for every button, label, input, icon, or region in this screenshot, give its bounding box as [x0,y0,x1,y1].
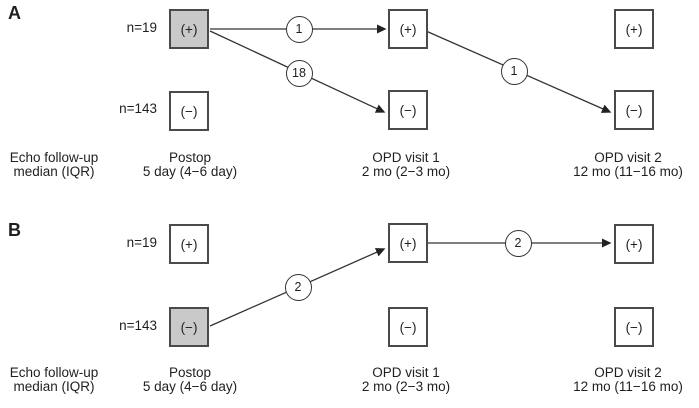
panel-a-count-opd1-to-opd2-neg: 1 [500,57,528,85]
panel-b-footer-opd1-line2: 2 mo (2−3 mo) [361,379,451,394]
panel-b-opd1-negative-box: (−) [388,307,428,347]
panel-a-count-postop-to-opd1-pos: 1 [285,15,313,43]
panel-b-opd1-positive-box: (+) [388,223,428,263]
panel-b-count-opd1-to-opd2-pos: 2 [504,229,532,257]
panel-b-opd2-positive-box: (+) [614,224,654,264]
panel-a-opd1-positive-box: (+) [388,9,428,49]
panel-b-n-bottom-label: n=143 [119,318,157,333]
panel-b-footer-opd1: OPD visit 1 2 mo (2−3 mo) [362,366,450,394]
panel-a-count-postop-to-opd1-neg: 18 [285,59,313,87]
panel-b-postop-positive-box: (+) [169,224,209,264]
panel-a-opd1-negative-box: (−) [388,90,428,130]
panel-a-footer-postop: Postop 5 day (4−6 day) [143,151,237,179]
panel-a-footer-echo-line1: Echo follow-up [9,150,99,165]
panel-a-n-bottom-label: n=143 [119,101,157,116]
panel-b-count-postop-to-opd1-pos: 2 [284,273,312,301]
panel-b-footer-echo-line1: Echo follow-up [9,365,99,380]
panel-b-footer-postop: Postop 5 day (4−6 day) [143,366,237,394]
panel-b-footer-opd2: OPD visit 2 12 mo (11−16 mo) [573,366,683,394]
panel-a-footer-opd1: OPD visit 1 2 mo (2−3 mo) [362,151,450,179]
panel-b-footer-opd1-line1: OPD visit 1 [372,365,440,380]
panel-b-footer-postop-line1: Postop [168,365,212,380]
panel-a-footer-echo: Echo follow-up median (IQR) [10,151,99,179]
panel-b-opd2-negative-box: (−) [614,307,654,347]
panel-a-footer-echo-line2: median (IQR) [13,164,95,179]
panel-b-footer-echo-line2: median (IQR) [13,379,95,394]
panel-a-postop-negative-box: (−) [169,91,209,131]
panel-a-opd2-negative-box: (−) [614,90,654,130]
panel-a-label: A [8,3,21,23]
panel-a-footer-postop-line1: Postop [168,150,212,165]
panel-b-label: B [8,220,21,240]
panel-b-footer-opd2-line1: OPD visit 2 [594,365,662,380]
panel-a-n-top-label: n=19 [126,20,157,35]
panel-a-postop-positive-box: (+) [169,9,209,49]
panel-a-footer-opd1-line2: 2 mo (2−3 mo) [361,164,451,179]
panel-b-postop-negative-box: (−) [169,307,209,347]
panel-a-footer-opd2-line1: OPD visit 2 [594,150,662,165]
panel-a-footer-opd2-line2: 12 mo (11−16 mo) [573,164,683,179]
panel-b-footer-echo: Echo follow-up median (IQR) [10,366,99,394]
panel-b-footer-postop-line2: 5 day (4−6 day) [142,379,238,394]
panel-a-opd2-positive-box: (+) [614,9,654,49]
panel-b-footer-opd2-line2: 12 mo (11−16 mo) [573,379,683,394]
panel-a-footer-opd1-line1: OPD visit 1 [372,150,440,165]
panel-a-footer-postop-line2: 5 day (4−6 day) [142,164,238,179]
panel-a-footer-opd2: OPD visit 2 12 mo (11−16 mo) [573,151,683,179]
panel-b-n-top-label: n=19 [126,235,157,250]
